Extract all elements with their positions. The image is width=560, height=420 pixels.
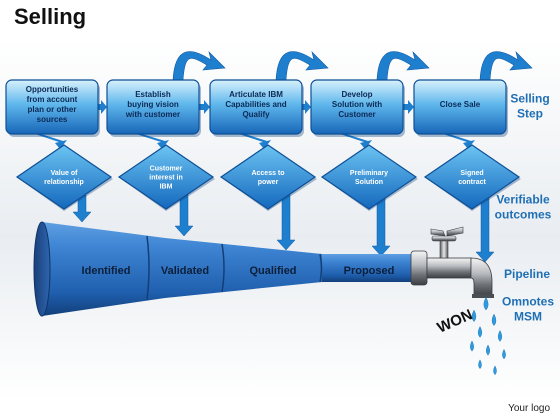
pipeline-stage-label: Validated xyxy=(161,265,209,277)
footer-logo-text: Your logo xyxy=(508,403,550,414)
step-label: Close Sale xyxy=(440,100,481,109)
pipeline-label: Pipeline xyxy=(504,267,550,281)
funnel-segment-divider xyxy=(146,235,150,301)
pipeline-stage-label: Proposed xyxy=(344,265,395,277)
pipeline-stage-labels: Identified Validated Qualified Proposed xyxy=(82,265,395,277)
curved-flow-arrow xyxy=(275,51,329,81)
funnel-mouth xyxy=(33,221,51,317)
water-drop xyxy=(471,309,477,322)
outcome-to-pipeline-arrow xyxy=(72,194,92,223)
outcome-to-pipeline-arrow xyxy=(371,194,391,257)
outcome-to-pipeline-arrow xyxy=(276,194,296,251)
water-drop xyxy=(470,340,474,352)
pipeline-funnel xyxy=(33,221,414,317)
curved-arrows xyxy=(172,51,533,81)
step-to-outcome-arrow xyxy=(443,134,475,149)
step-to-outcome-arrow xyxy=(136,134,169,149)
outcome-to-pipeline-arrow xyxy=(174,194,194,237)
curved-flow-arrow xyxy=(376,51,430,81)
step-connector-arrow xyxy=(302,100,311,114)
step-box: Close Sale xyxy=(413,79,508,137)
pipeline-stage-label: Identified xyxy=(82,265,131,277)
faucet-icon xyxy=(410,226,494,298)
water-drop xyxy=(493,365,497,376)
pipeline-stage-label: Qualified xyxy=(249,265,296,277)
water-drops xyxy=(470,296,506,376)
step-connector-arrow xyxy=(98,100,107,114)
funnel-segment-divider xyxy=(221,243,225,293)
water-drop xyxy=(497,330,503,342)
water-drop xyxy=(483,296,489,311)
water-drop xyxy=(491,313,497,326)
step-connector-arrow xyxy=(199,100,210,114)
step-connector-arrows xyxy=(98,100,414,114)
outcome-to-pipeline-arrow xyxy=(475,194,495,263)
curved-flow-arrow xyxy=(172,51,226,81)
curved-flow-arrow xyxy=(479,51,533,81)
water-drop xyxy=(486,344,490,356)
step-to-outcome-arrow xyxy=(340,134,372,149)
water-drop xyxy=(478,359,482,370)
page-title: Selling xyxy=(14,4,87,29)
step-connector-arrow xyxy=(403,100,414,114)
down-arrows xyxy=(35,134,495,263)
water-drop xyxy=(477,326,483,338)
step-to-outcome-arrow xyxy=(239,134,271,149)
funnel-segment-divider xyxy=(319,253,323,283)
funnel-body xyxy=(42,222,322,316)
water-drop xyxy=(502,348,506,360)
step-to-outcome-arrow xyxy=(35,134,67,149)
pipe-body xyxy=(322,254,414,282)
